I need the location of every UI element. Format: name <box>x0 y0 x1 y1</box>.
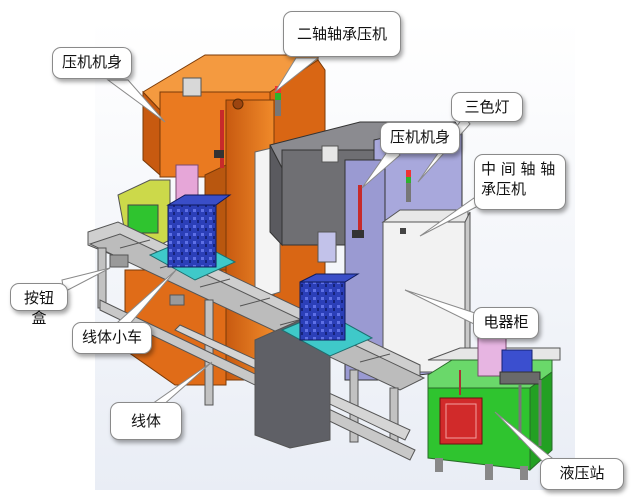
callout-electrical-cabinet: 电器柜 <box>473 307 539 339</box>
electrical-cabinet <box>381 209 471 373</box>
callout-line-trolley: 线体小车 <box>72 322 152 354</box>
callout-middle-shaft-press: 中 间 轴 轴 承压机 <box>474 154 566 210</box>
callout-hydraulic-station: 液压站 <box>540 458 624 490</box>
callout-tri-color-lamp: 三色灯 <box>451 92 523 122</box>
callout-press-body-right: 压机机身 <box>380 122 460 154</box>
callout-button-box: 按钮盒 <box>10 283 68 327</box>
callout-two-shaft-press: 二轴轴承压机 <box>283 11 401 57</box>
hydraulic-station <box>427 337 561 480</box>
trolley-2 <box>280 273 374 357</box>
callout-press-body-left: 压机机身 <box>52 47 132 79</box>
trolley-1 <box>148 194 237 281</box>
callout-line-body: 线体 <box>110 402 182 440</box>
